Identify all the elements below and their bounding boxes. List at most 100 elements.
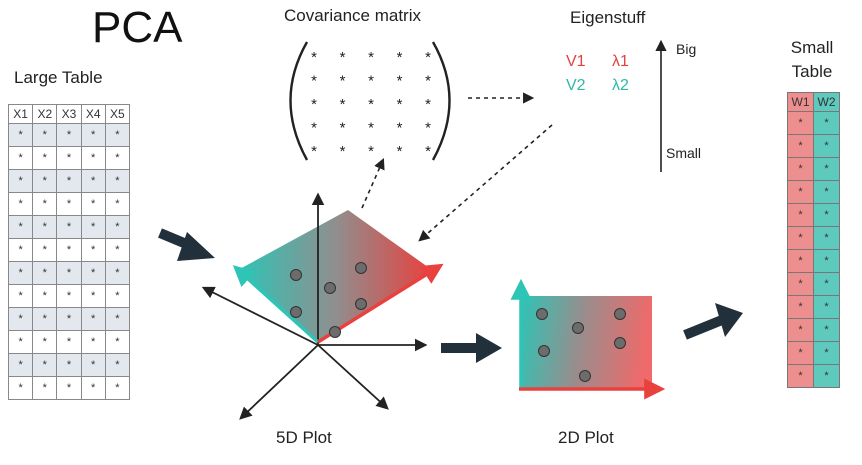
covariance-cell: * <box>397 73 403 90</box>
table-cell: * <box>813 157 840 181</box>
table-row: ** <box>787 295 840 319</box>
table-cell: * <box>80 353 106 377</box>
table-row: ***** <box>7 169 131 193</box>
table-row: ***** <box>7 284 131 308</box>
plot-5d <box>201 192 444 420</box>
table-cell: * <box>787 249 814 273</box>
covariance-cell: * <box>368 120 374 137</box>
table-row: ***** <box>7 330 131 354</box>
data-point <box>538 345 550 357</box>
table-cell: * <box>56 169 82 193</box>
axis-lower-left <box>239 344 319 420</box>
covariance-cell: * <box>311 120 317 137</box>
arrow-5d-to-2d <box>441 333 502 363</box>
page-title: PCA <box>92 3 183 52</box>
arrow-table-to-plot <box>158 228 215 261</box>
small-table-title: Small Table <box>790 38 834 81</box>
covariance-cell: * <box>425 96 431 113</box>
table-cell: * <box>7 307 34 331</box>
covariance-cell: * <box>368 96 374 113</box>
covariance-cell: * <box>340 73 346 90</box>
table-cell: * <box>104 192 131 216</box>
table-row: ***** <box>7 238 131 262</box>
table-cell: * <box>56 376 82 400</box>
covariance-cell: * <box>425 49 431 66</box>
covariance-cell: * <box>425 73 431 90</box>
table-row: ** <box>787 203 840 227</box>
principal-plane <box>238 210 432 342</box>
table-cell: * <box>32 376 58 400</box>
table-cell: * <box>787 272 814 296</box>
table-row: ** <box>787 134 840 158</box>
covariance-cell: * <box>340 96 346 113</box>
table-cell: * <box>813 341 840 365</box>
covariance-cell: * <box>368 143 374 160</box>
table-cell: * <box>813 295 840 319</box>
covariance-cell: * <box>397 143 403 160</box>
covariance-right-bracket <box>431 41 451 161</box>
covariance-left-bracket <box>289 41 309 161</box>
plot-5d-label: 5D Plot <box>276 428 332 447</box>
axis-lower-right <box>317 344 389 410</box>
big-label: Big <box>676 41 696 57</box>
table-cell: * <box>56 330 82 354</box>
covariance-matrix-title: Covariance matrix <box>284 6 421 25</box>
table-cell: * <box>787 180 814 204</box>
pc2-arrow <box>232 265 320 344</box>
large-table-title: Large Table <box>14 68 103 87</box>
covariance-cell: * <box>340 49 346 66</box>
eigen-to-plot-arrow <box>418 124 553 242</box>
small-table-header-2: W2 <box>813 92 840 112</box>
covariance-cell: * <box>425 120 431 137</box>
table-cell: * <box>787 111 814 135</box>
table-row: ** <box>787 111 840 135</box>
table-row: ** <box>787 180 840 204</box>
covariance-cell: * <box>368 73 374 90</box>
large-table-header-3: X3 <box>56 104 82 124</box>
table-cell: * <box>56 123 82 147</box>
table-cell: * <box>813 364 840 388</box>
covariance-cell: * <box>311 49 317 66</box>
table-row: ** <box>787 157 840 181</box>
covariance-cell: * <box>397 96 403 113</box>
table-cell: * <box>7 330 34 354</box>
table-cell: * <box>787 157 814 181</box>
table-cell: * <box>32 307 58 331</box>
data-point <box>355 298 367 310</box>
data-point <box>614 308 626 320</box>
table-cell: * <box>32 215 58 239</box>
eigenvector-v1: V1 <box>566 53 586 70</box>
table-row: ** <box>787 364 840 388</box>
table-cell: * <box>32 330 58 354</box>
table-cell: * <box>56 238 82 262</box>
table-row: ***** <box>7 192 131 216</box>
table-cell: * <box>104 261 131 285</box>
eigenvalue-lambda2: λ2 <box>612 77 629 94</box>
table-cell: * <box>104 353 131 377</box>
table-cell: * <box>80 307 106 331</box>
table-cell: * <box>32 238 58 262</box>
table-cell: * <box>787 226 814 250</box>
eigenvector-v2: V2 <box>566 77 586 94</box>
plot-2d <box>510 278 666 400</box>
table-cell: * <box>813 249 840 273</box>
table-cell: * <box>104 307 131 331</box>
large-table-header-1: X1 <box>7 104 34 124</box>
data-point <box>579 370 591 382</box>
covariance-matrix-cells: ************************* <box>311 49 431 160</box>
table-cell: * <box>80 376 106 400</box>
table-cell: * <box>813 180 840 204</box>
covariance-cell: * <box>311 96 317 113</box>
table-cell: * <box>80 215 106 239</box>
table-cell: * <box>787 364 814 388</box>
table-cell: * <box>104 284 131 308</box>
data-point <box>572 322 584 334</box>
covariance-cell: * <box>425 143 431 160</box>
table-cell: * <box>80 123 106 147</box>
plot-2d-label: 2D Plot <box>558 428 614 447</box>
table-row: ***** <box>7 215 131 239</box>
